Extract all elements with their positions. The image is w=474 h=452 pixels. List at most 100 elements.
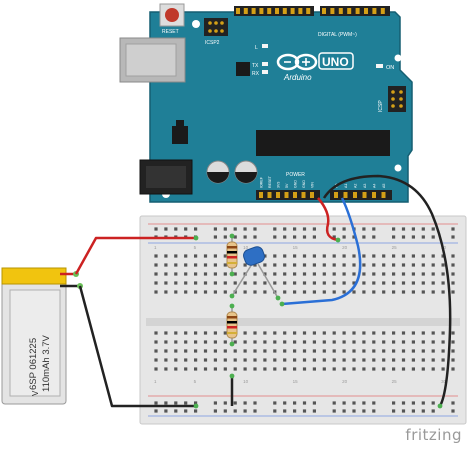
breadboard-hole: [223, 358, 227, 362]
breadboard-hole: [392, 272, 396, 276]
breadboard-hole: [372, 281, 376, 285]
breadboard-hole: [283, 331, 287, 335]
breadboard-hole: [203, 263, 208, 267]
breadboard-hole: [194, 281, 198, 285]
breadboard-hole: [293, 409, 297, 413]
icsp-header: [388, 86, 406, 112]
breadboard-hole: [312, 235, 316, 239]
breadboard-hole: [312, 349, 316, 353]
breadboard-hole: [174, 290, 178, 294]
l-led-label: L: [255, 45, 258, 51]
breadboard-hole: [411, 290, 415, 294]
breadboard-hole: [401, 349, 406, 353]
breadboard-hole: [302, 349, 307, 353]
analog-pin-label: A5: [382, 184, 386, 188]
arduino-logo: [276, 53, 318, 71]
breadboard-hole: [273, 409, 277, 413]
header-pin: [310, 192, 314, 198]
breadboard-hole: [213, 254, 217, 258]
breadboard-hole: [421, 349, 425, 353]
breadboard-hole: [322, 272, 326, 276]
breadboard-hole: [263, 272, 267, 276]
breadboard-hole: [184, 254, 188, 258]
breadboard-hole: [223, 272, 227, 276]
breadboard-hole: [411, 235, 415, 239]
breadboard-hole: [263, 263, 267, 267]
breadboard-hole: [322, 281, 326, 285]
breadboard-hole: [342, 290, 346, 294]
digital-header: [234, 6, 390, 16]
breadboard-hole: [342, 235, 346, 239]
breadboard-hole: [223, 409, 227, 413]
column-number: 20: [342, 245, 348, 250]
breadboard-hole: [273, 331, 277, 335]
breadboard-hole: [253, 331, 257, 335]
breadboard-hole: [431, 254, 435, 258]
breadboard-hole: [382, 358, 386, 362]
breadboard-hole: [184, 290, 188, 294]
breadboard-hole: [332, 281, 336, 285]
connection-dot: [193, 235, 199, 241]
breadboard-hole: [382, 263, 386, 267]
breadboard-hole: [312, 290, 316, 294]
analog-pin-label: A2: [354, 184, 358, 188]
breadboard-hole: [352, 367, 356, 371]
breadboard-hole: [352, 358, 356, 362]
breadboard-hole: [411, 401, 415, 405]
breadboard-hole: [154, 281, 158, 285]
breadboard-hole: [421, 235, 425, 239]
breadboard-hole: [411, 340, 415, 344]
breadboard-hole: [372, 290, 376, 294]
breadboard-hole: [154, 358, 158, 362]
breadboard-hole: [342, 349, 346, 353]
breadboard-hole: [164, 358, 168, 362]
header-pin: [267, 192, 272, 198]
breadboard-hole: [342, 409, 346, 413]
breadboard-hole: [174, 349, 178, 353]
breadboard-hole: [372, 367, 376, 371]
breadboard-hole: [263, 281, 267, 285]
breadboard-hole: [194, 290, 198, 294]
breadboard-hole: [213, 235, 217, 239]
breadboard-hole: [342, 272, 346, 276]
breadboard-hole: [283, 340, 287, 344]
breadboard-hole: [421, 272, 425, 276]
header-pin: [267, 8, 272, 14]
breadboard-hole: [401, 401, 406, 405]
breadboard-hole: [401, 340, 406, 344]
breadboard-hole: [451, 290, 455, 294]
header-pin: [282, 8, 287, 14]
wire-analog: [281, 197, 362, 306]
breadboard-hole: [273, 349, 277, 353]
breadboard-hole: [392, 367, 396, 371]
breadboard-hole: [372, 409, 376, 413]
breadboard-hole: [312, 409, 316, 413]
breadboard-hole: [362, 340, 366, 344]
breadboard-hole: [273, 401, 277, 405]
breadboard-hole: [401, 235, 406, 239]
breadboard-hole: [342, 254, 346, 258]
arduino-uno-board: RESET ICSP2 DIGITAL (PWM~) L TX RX: [119, 3, 413, 203]
breadboard-hole: [451, 281, 455, 285]
model-label: UNO: [322, 55, 349, 69]
breadboard-hole: [283, 227, 287, 231]
breadboard-hole: [164, 227, 168, 231]
arduino-brand: Arduino: [283, 73, 312, 82]
breadboard-hole: [194, 254, 198, 258]
breadboard-hole: [273, 263, 277, 267]
breadboard-hole: [451, 272, 455, 276]
breadboard-hole: [431, 340, 435, 344]
breadboard-hole: [441, 331, 445, 335]
breadboard-hole: [352, 340, 356, 344]
breadboard-hole: [431, 290, 435, 294]
usb-connector-inner: [125, 43, 177, 77]
breadboard-hole: [293, 235, 297, 239]
breadboard-hole: [293, 263, 297, 267]
breadboard-hole: [332, 227, 336, 231]
breadboard-hole: [372, 235, 376, 239]
column-number: 10: [243, 379, 249, 384]
breadboard-hole: [441, 263, 445, 267]
breadboard-hole: [342, 281, 346, 285]
breadboard-hole: [263, 290, 267, 294]
breadboard-hole: [401, 290, 406, 294]
